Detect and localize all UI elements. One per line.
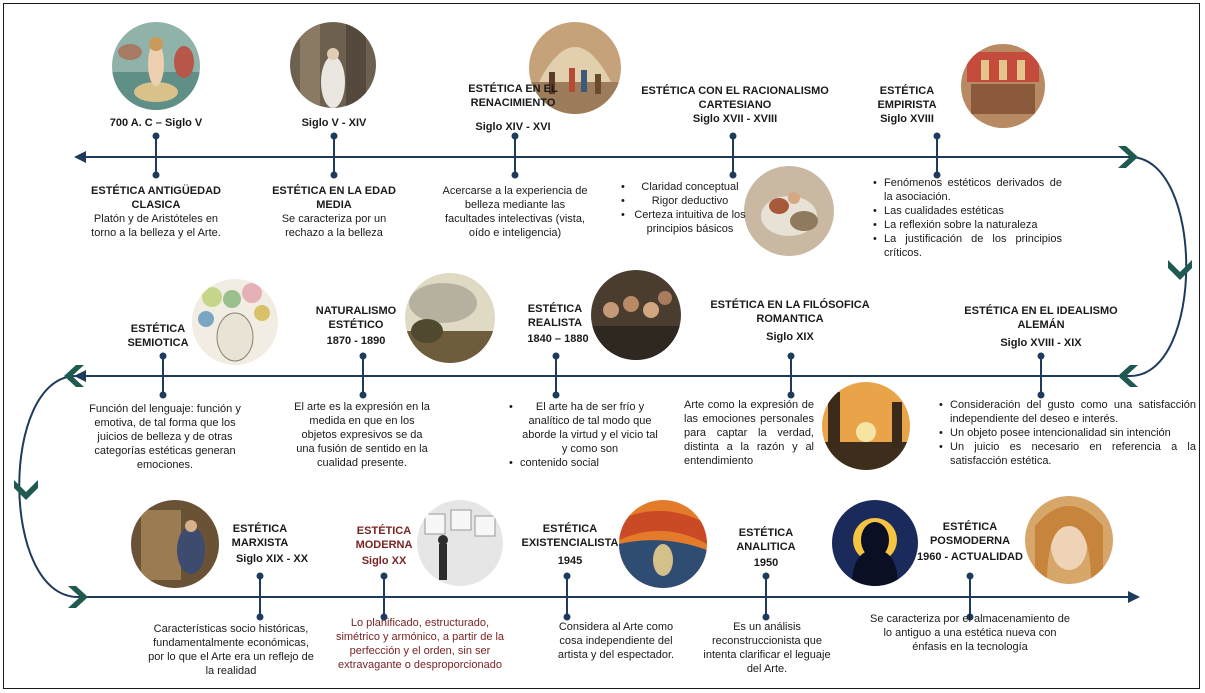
list-realista: El arte ha de ser frío y analítico de ta… [508, 400, 660, 470]
period-racionalismo: Siglo XVII - XVIII [692, 113, 778, 125]
bullet-item: Rigor deductivo [621, 194, 748, 208]
chevron-icon [64, 365, 84, 387]
bullet-item: Consideración del gusto como una satisfa… [939, 398, 1196, 426]
bullet-item: Un objeto posee intencionalidad sin inte… [939, 426, 1196, 440]
list-racionalismo: Claridad conceptual Rigor deductivo Cert… [620, 180, 748, 236]
text-posmoderna: Se caracteriza por el almacenamiento de … [870, 613, 1070, 653]
arc-left [18, 375, 79, 598]
artwork-venus-face-image [1025, 496, 1113, 584]
artwork-empiricism-image [961, 44, 1045, 128]
artwork-birth-of-venus-image [112, 22, 200, 110]
period-romantica: Siglo XIX [766, 331, 814, 343]
text-naturalismo: El arte es la expresión en la medida en … [294, 401, 430, 469]
bullet-item: contenido social [509, 456, 660, 470]
bullet-item: El arte ha de ser frío y analítico de ta… [509, 400, 660, 456]
artwork-realism-crowd-image [591, 270, 681, 360]
chevron-icon [14, 480, 38, 500]
text-antiguedad: Platón y de Aristóteles en torno a la be… [91, 213, 221, 239]
chevron-icon [1118, 146, 1138, 168]
period-moderna: Siglo XX [361, 555, 407, 567]
title-racionalismo: ESTÉTICA CON EL RACIONALISMO CARTESIANO [641, 85, 829, 111]
period-realista: 1840 – 1880 [527, 333, 589, 345]
title-posmoderna: ESTÉTICA POSMODERNA [929, 521, 1011, 547]
period-edad-media: Siglo V - XIV [301, 117, 367, 129]
desc-edad-media: ESTÉTICA EN LA EDAD MEDIA Se caracteriza… [266, 184, 402, 240]
period-posmoderna: 1960 - ACTUALIDAD [917, 551, 1023, 563]
title-moderna: ESTÉTICA MODERNA [355, 525, 413, 551]
text-existencialista: Considera al Arte como cosa independient… [557, 621, 675, 661]
desc-antiguedad: ESTÉTICA ANTIGÜEDAD CLASICA Platón y de … [84, 184, 228, 240]
list-idealismo: Consideración del gusto como una satisfa… [938, 398, 1196, 468]
title-existencialista: ESTÉTICA EXISTENCIALISTA [521, 523, 619, 549]
text-edad-media: Se caracteriza por un rechazo a la belle… [281, 213, 387, 239]
period-idealismo: Siglo XVIII - XIX [1000, 337, 1082, 349]
title-marxista: ESTÉTICA MARXISTA [231, 523, 289, 549]
arc-right [1129, 156, 1188, 377]
text-semiotica: Función del lenguaje: función y emotiva,… [89, 403, 241, 471]
arrowhead-row1-left [74, 151, 86, 163]
artwork-the-scream-image [619, 500, 707, 588]
artwork-modern-gallery-image [417, 500, 503, 586]
title-edad-media: ESTÉTICA EN LA EDAD MEDIA [272, 185, 396, 211]
chevron-icon [1168, 260, 1192, 280]
period-marxista: Siglo XIX - XX [235, 553, 309, 565]
artwork-naturalism-landscape-image [405, 273, 495, 363]
period-analitica: 1950 [753, 557, 779, 569]
diagram-frame [3, 3, 1200, 689]
text-renacimiento: Acercarse a la experiencia de belleza me… [442, 185, 588, 239]
title-analitica: ESTÉTICA ANALITICA [736, 527, 796, 553]
period-empirista: Siglo XVIII [880, 113, 934, 125]
title-naturalismo: NATURALISMO ESTÉTICO [315, 305, 397, 331]
artwork-marxist-painting-image [131, 500, 219, 588]
title-realista: ESTÉTICA REALISTA [527, 303, 583, 329]
chevron-icon [68, 586, 88, 608]
title-semiotica: ESTÉTICA SEMIOTICA [127, 323, 189, 349]
chevron-icon [1118, 365, 1138, 387]
artwork-semiotic-face-image [192, 279, 278, 365]
artwork-analytic-silhouette-image [832, 500, 918, 586]
title-idealismo: ESTÉTICA EN EL IDEALISMO ALEMÁN [964, 305, 1118, 331]
title-renacimiento: ESTÉTICA EN EL RENACIMIENTO [468, 83, 558, 109]
artwork-romantic-sunset-image [822, 382, 910, 470]
bullet-item: La reflexión sobre la naturaleza [873, 218, 1062, 232]
text-romantica: Arte como la expresión de las emociones … [684, 399, 814, 467]
title-romantica: ESTÉTICA EN LA FILÓSOFICA ROMANTICA [710, 299, 870, 325]
bullet-item: Fenómenos estéticos derivados de la asoc… [873, 176, 1062, 204]
period-existencialista: 1945 [557, 555, 583, 567]
title-empirista: ESTÉTICA EMPIRISTA [877, 85, 937, 111]
list-empirista: Fenómenos estéticos derivados de la asoc… [872, 176, 1062, 260]
period-antiguedad: 700 A. C – Siglo V [109, 117, 203, 129]
title-antiguedad: ESTÉTICA ANTIGÜEDAD CLASICA [91, 185, 221, 211]
bullet-item: Claridad conceptual [621, 180, 748, 194]
artwork-school-of-athens-image [529, 22, 621, 114]
arrowhead-row3-right [1128, 591, 1140, 603]
bullet-item: Certeza intuitiva de los principios bási… [621, 208, 748, 236]
period-renacimiento: Siglo XIV - XVI [475, 121, 551, 133]
artwork-baroque-image [744, 166, 834, 256]
text-marxista: Características socio históricas, fundam… [148, 623, 314, 677]
arrowhead-row2-left [74, 370, 86, 382]
bullet-item: La justificación de los principios críti… [873, 232, 1062, 260]
period-naturalismo: 1870 - 1890 [326, 335, 386, 347]
artwork-medieval-image [290, 22, 376, 108]
bullet-item: Un juicio es necesario en referencia a l… [939, 440, 1196, 468]
text-moderna: Lo planificado, estructurado, simétrico … [335, 617, 505, 671]
bullet-item: Las cualidades estéticas [873, 204, 1062, 218]
text-analitica: Es un análisis reconstruccionista que in… [703, 621, 831, 675]
